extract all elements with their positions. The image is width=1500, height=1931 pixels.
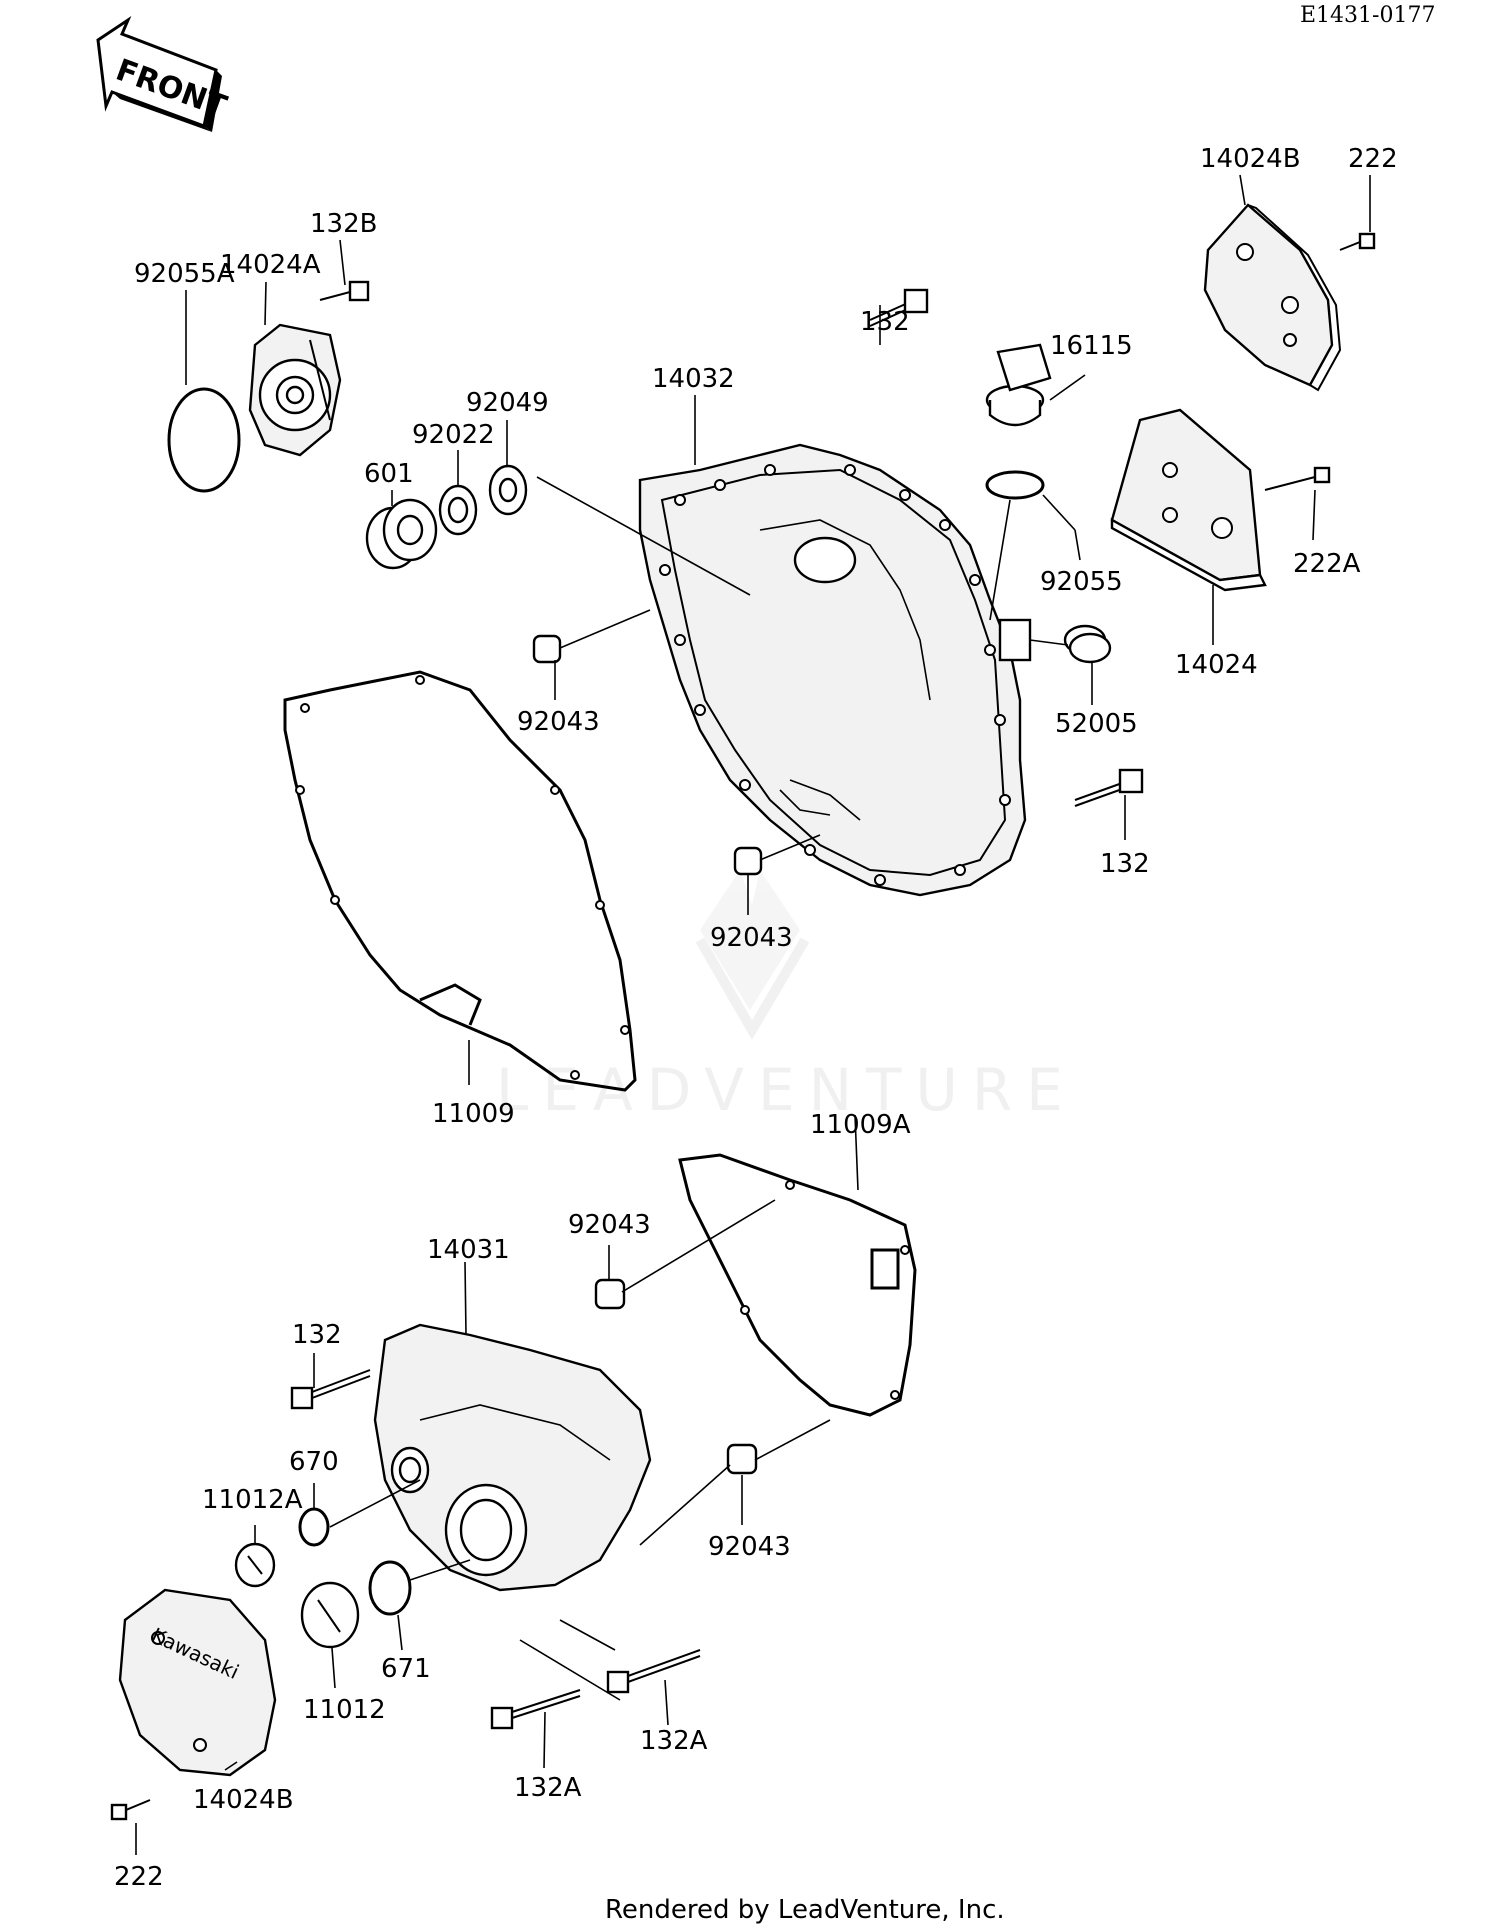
bolt-132b: [319, 280, 370, 302]
label-92043-a: 92043: [517, 707, 600, 737]
screw-222-top: [1339, 232, 1376, 251]
pump-cover-14024a: [248, 323, 342, 457]
dowel-92043-d: [726, 1443, 758, 1475]
plug-11012: [300, 1581, 360, 1649]
front-arrow-icon: FRONT: [96, 15, 231, 132]
bolt-132-mid: [1074, 768, 1144, 807]
bolt-132-top: [869, 288, 929, 327]
label-11009: 11009: [432, 1099, 515, 1129]
label-222-bottom: 222: [114, 1862, 164, 1892]
generator-cover-14031: [373, 1323, 652, 1592]
label-52005: 52005: [1055, 709, 1138, 739]
o-ring-671: [368, 1560, 412, 1616]
label-92049: 92049: [466, 388, 549, 418]
o-ring-92055a: [167, 387, 241, 493]
label-11009a: 11009A: [810, 1110, 911, 1140]
guard-14024: [1110, 408, 1267, 592]
seal-92022: [438, 484, 478, 536]
label-14031: 14031: [427, 1235, 510, 1265]
clutch-cover-14032: [638, 443, 1032, 897]
label-92043-b: 92043: [710, 923, 793, 953]
label-92055a: 92055A: [134, 259, 235, 289]
gasket-11009a: [678, 1153, 917, 1417]
label-132a-a: 132A: [514, 1773, 582, 1803]
label-14032: 14032: [652, 364, 735, 394]
label-601: 601: [364, 459, 414, 489]
o-ring-670: [298, 1507, 330, 1547]
label-671: 671: [381, 1654, 431, 1684]
screw-222a: [1264, 466, 1331, 491]
label-132a-b: 132A: [640, 1726, 708, 1756]
dowel-92043-b: [733, 846, 763, 876]
gasket-11009: [283, 670, 637, 1092]
label-11012: 11012: [303, 1695, 386, 1725]
o-ring-92055: [985, 470, 1045, 500]
bolt-132-low: [290, 1369, 371, 1410]
bolt-132a-left: [490, 1689, 581, 1730]
cover-14024b-top: [1203, 203, 1342, 392]
label-92022: 92022: [412, 420, 495, 450]
bearing-601: [365, 498, 438, 570]
footer-credit: Rendered by LeadVenture, Inc.: [605, 1895, 1005, 1925]
label-132-low: 132: [292, 1320, 342, 1350]
label-14024b-bottom: 14024B: [193, 1785, 294, 1815]
label-132-mid: 132: [1100, 849, 1150, 879]
reference-code: E1431-0177: [1300, 3, 1435, 28]
label-92043-d: 92043: [708, 1532, 791, 1562]
label-14024b-top: 14024B: [1200, 144, 1301, 174]
leader-lines: [135, 174, 1371, 1855]
watermark-text: LEADVENTURE: [496, 1056, 1077, 1124]
label-222-top: 222: [1348, 144, 1398, 174]
alignment-lines: [329, 476, 1069, 1701]
label-92043-c: 92043: [568, 1210, 651, 1240]
filler-cap-16115: [985, 343, 1052, 427]
dowel-92043-c: [594, 1278, 626, 1310]
watermark: LEADVENTURE: [496, 870, 1077, 1124]
label-132b: 132B: [310, 209, 377, 239]
label-16115: 16115: [1050, 331, 1133, 361]
label-14024a: 14024A: [220, 250, 321, 280]
label-222a: 222A: [1293, 549, 1361, 579]
label-92055: 92055: [1040, 567, 1123, 597]
part-labels: 14024B 222 132B 14024A 92055A 132 16115 …: [114, 144, 1398, 1892]
bolt-132a-right: [606, 1649, 701, 1694]
label-670: 670: [289, 1447, 339, 1477]
cover-14024b-bottom: Kawasaki: [118, 1588, 277, 1777]
label-132-top: 132: [860, 307, 910, 337]
label-14024: 14024: [1175, 650, 1258, 680]
dowel-92043-a: [532, 634, 562, 664]
plug-11012a: [234, 1542, 276, 1588]
label-11012a: 11012A: [202, 1485, 303, 1515]
seal-92049: [488, 464, 528, 516]
plug-52005: [1063, 624, 1112, 664]
screw-222-bottom: [110, 1799, 151, 1821]
